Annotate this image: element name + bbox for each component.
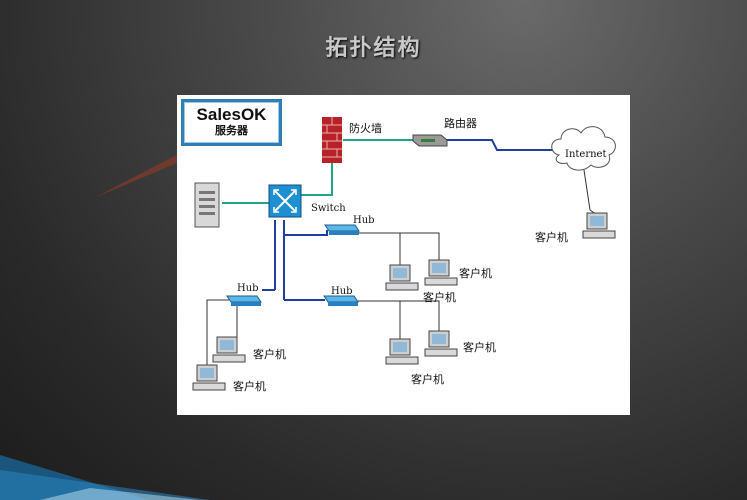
hub-mid-icon [323,295,359,306]
client-label-left-upper: 客户机 [253,347,286,361]
slide-title: 拓扑结构 [325,36,422,61]
client-computer-icon [212,336,246,363]
internet-cloud-icon [551,126,616,171]
client-computer-icon [582,212,616,239]
switch-icon [268,184,302,218]
network-links [206,139,598,365]
client-label-mid: 客户机 [411,372,444,386]
client-computer-icon [424,259,458,286]
router-icon [412,134,448,147]
topology-diagram: 防火墙 路由器 Internet Switch Hub Hub [177,95,630,415]
client-computer-icon [424,330,458,357]
hub-top-icon [324,224,360,235]
hub-top-label: Hub [353,215,375,226]
firewall-icon [322,117,342,163]
client-label-internet: 客户机 [535,230,568,244]
hub-mid-label: Hub [331,286,353,297]
firewall-label: 防火墙 [349,121,382,135]
internet-label: Internet [565,149,606,160]
router-label: 路由器 [444,116,477,130]
client-computer-icon [192,364,226,391]
callout-server-label: 服务器 [215,124,248,137]
client-label-top-right: 客户机 [459,266,492,280]
switch-label: Switch [311,203,346,214]
callout-product-name: SalesOK [196,105,267,124]
server-icon [194,182,220,228]
client-label-top: 客户机 [423,290,456,304]
client-computer-icon [385,338,419,365]
client-label-mid-right: 客户机 [463,340,496,354]
hub-left-icon [226,295,262,306]
hub-left-label: Hub [237,283,259,294]
client-computer-icon [385,264,419,291]
server-callout: SalesOK 服务器 [181,99,282,146]
client-label-left-lower: 客户机 [233,379,266,393]
